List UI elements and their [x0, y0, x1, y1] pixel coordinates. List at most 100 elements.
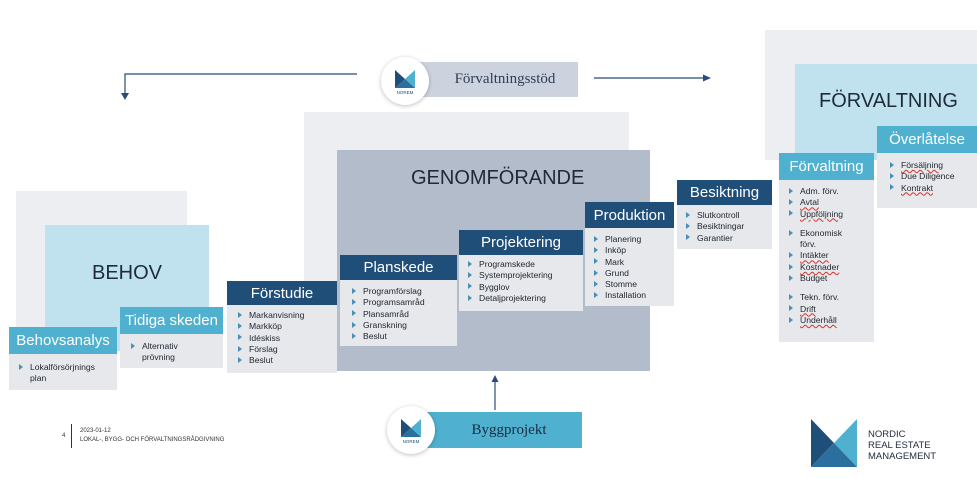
stage-forstudie-header: Förstudie: [227, 281, 337, 305]
list-item: Grund: [594, 268, 674, 279]
brand-logo: NORDIC REAL ESTATE MANAGEMENT: [811, 419, 961, 469]
stage-overlatelse-body: Försäljning Due Diligence Kontrakt: [877, 153, 977, 208]
bullet-icon: [468, 260, 472, 267]
list-item: Mark: [594, 257, 674, 268]
arrow-right-icon: [703, 74, 711, 82]
list-item: Beslut: [238, 355, 337, 366]
stage-forvaltning-header: Förvaltning: [779, 153, 874, 180]
bullet-icon: [352, 332, 356, 339]
list-item: Programskede: [468, 259, 583, 270]
bullet-icon: [789, 229, 793, 236]
list-item: Garantier: [686, 233, 772, 244]
stage-tidiga-skeden-body: Alternativ prövning: [120, 334, 223, 368]
list-item: Systemprojektering: [468, 270, 583, 281]
list-item: Installation: [594, 290, 674, 301]
nordic-logo-icon: [811, 419, 857, 467]
bullet-icon: [686, 234, 690, 241]
stage-planskede-header: Planskede: [340, 255, 457, 280]
stage-besiktning-body: Slutkontroll Besiktningar Garantier: [677, 205, 772, 249]
list-item: Lokalförsörjnings: [19, 362, 117, 373]
bullet-icon: [594, 235, 598, 242]
list-item: Alternativ: [131, 341, 223, 352]
stage-behovsanalys-title: Behovsanalys: [16, 332, 110, 349]
bullet-icon: [352, 310, 356, 317]
bullet-icon: [594, 292, 598, 299]
bullet-icon: [890, 173, 894, 180]
stage-forstudie-title: Förstudie: [250, 284, 314, 302]
bullet-icon: [238, 334, 242, 341]
norem-logo-icon: [401, 419, 421, 437]
list-item: Förslag: [238, 344, 337, 355]
bullet-icon: [468, 272, 472, 279]
stage-besiktning-title: Besiktning: [689, 184, 760, 201]
list-item: Markköp: [238, 321, 337, 332]
bullet-icon: [131, 342, 135, 349]
forvaltningsstod-banner: Förvaltningsstöd: [410, 62, 578, 97]
bullet-icon: [890, 161, 894, 168]
stage-behovsanalys-body: Lokalförsörjnings plan: [9, 354, 117, 390]
list-item: Plansamråd: [352, 309, 457, 320]
bottom-norem-logo: NOREM: [387, 406, 435, 454]
bullet-icon: [594, 269, 598, 276]
stage-tidiga-skeden-title: Tidiga skeden: [125, 312, 218, 329]
bullet-icon: [789, 187, 793, 194]
bullet-icon: [789, 199, 793, 206]
bottom-norem-text: NOREM: [402, 439, 420, 444]
list-item: Budget: [789, 273, 874, 284]
brand-line1: NORDIC: [868, 429, 906, 440]
bullet-icon: [238, 323, 242, 330]
bullet-icon: [789, 263, 793, 270]
list-item: Adm. förv.: [789, 186, 874, 197]
list-item: Due Diligence: [890, 171, 977, 182]
bullet-icon: [238, 356, 242, 363]
footer-date: 2023-01-12: [80, 428, 111, 434]
list-item: Idéskiss: [238, 333, 337, 344]
list-item: Försäljning: [890, 160, 977, 171]
list-item: Stomme: [594, 279, 674, 290]
arrow-down-left-icon: [121, 93, 129, 100]
stage-projektering-header: Projektering: [459, 230, 583, 255]
footer-divider: [71, 424, 72, 448]
bullet-icon: [19, 363, 23, 370]
bullet-icon: [468, 294, 472, 301]
bullet-icon: [686, 211, 690, 218]
norem-logo-icon: [395, 70, 415, 88]
list-item: Ekonomisk: [789, 228, 874, 239]
byggprojekt-label: Byggprojekt: [471, 421, 547, 438]
list-item: Markanvisning: [238, 310, 337, 321]
list-item: Detaljprojektering: [468, 293, 583, 304]
list-item: Planering: [594, 234, 674, 245]
footer-subtitle: LOKAL-, BYGG- OCH FÖRVALTNINGSRÅDGIVNING: [80, 437, 225, 443]
page-number: 4: [62, 433, 66, 439]
bottom-arrow: [491, 375, 499, 410]
bullet-icon: [686, 223, 690, 230]
stage-produktion-header: Produktion: [585, 202, 674, 228]
bullet-icon: [352, 287, 356, 294]
bullet-icon: [789, 316, 793, 323]
list-item: förv.: [800, 239, 817, 250]
top-norem-text: NOREM: [396, 90, 414, 95]
top-norem-logo: NOREM: [381, 57, 429, 105]
list-item: Programförslag: [352, 286, 457, 297]
list-item: Programsamråd: [352, 297, 457, 308]
list-item: Uppföljning: [789, 209, 874, 220]
list-item: Granskning: [352, 320, 457, 331]
forvaltning-title: FÖRVALTNING: [819, 90, 958, 112]
stage-behovsanalys-header: Behovsanalys: [9, 327, 117, 354]
stage-forvaltning-body: Adm. förv. Avtal Uppföljning Ekonomisk f…: [779, 180, 874, 342]
bullet-icon: [352, 321, 356, 328]
bullet-icon: [594, 247, 598, 254]
arrow-up-icon: [491, 375, 499, 382]
bullet-icon: [238, 345, 242, 352]
stage-produktion-title: Produktion: [593, 206, 666, 224]
bullet-icon: [789, 274, 793, 281]
stage-overlatelse-title: Överlåtelse: [889, 131, 965, 148]
forvaltningsstod-label: Förvaltningsstöd: [454, 71, 556, 87]
top-arrows: [121, 73, 711, 100]
bullet-icon: [789, 305, 793, 312]
bullet-icon: [468, 283, 472, 290]
bullet-icon: [890, 184, 894, 191]
stage-forstudie-body: Markanvisning Markköp Idéskiss Förslag B…: [227, 305, 337, 373]
stage-planskede-title: Planskede: [363, 259, 434, 276]
stage-tidiga-skeden-header: Tidiga skeden: [120, 307, 223, 334]
